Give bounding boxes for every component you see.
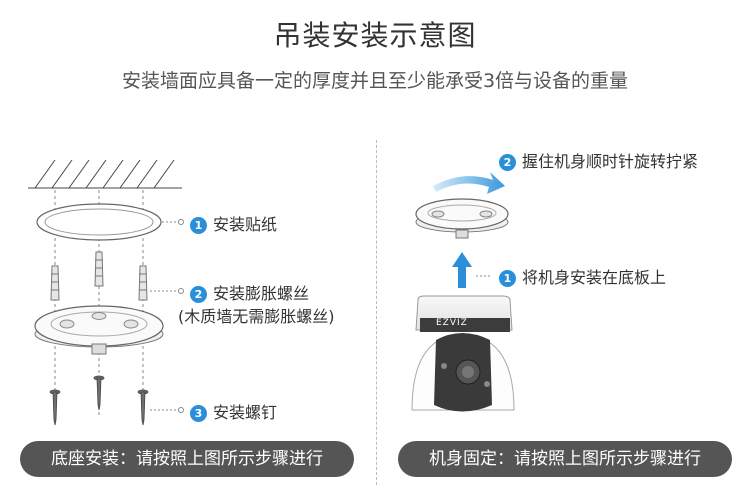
sticker-ring bbox=[37, 204, 161, 240]
step-number-badge: 2 bbox=[499, 154, 516, 171]
mount-plate bbox=[416, 199, 508, 238]
step-anchors: 2 安装膨胀螺丝 bbox=[190, 280, 309, 304]
step-number-badge: 1 bbox=[499, 270, 516, 287]
screws bbox=[50, 376, 148, 425]
left-caption: 底座安装：请按照上图所示步骤进行 bbox=[20, 441, 354, 477]
step-number-badge: 3 bbox=[190, 405, 207, 422]
step-anchors-note: (木质墙无需膨胀螺丝) bbox=[178, 303, 335, 327]
camera-brand: EZVIZ bbox=[436, 318, 468, 328]
step-mount-text: 将机身安装在底板上 bbox=[522, 268, 666, 287]
step-number-badge: 1 bbox=[190, 217, 207, 234]
rotate-arrow-icon bbox=[433, 172, 505, 194]
step-rotate-text: 握住机身顺时针旋转拧紧 bbox=[522, 152, 698, 171]
step-sticker: 1 安装贴纸 bbox=[190, 211, 277, 235]
step-number-badge: 2 bbox=[190, 286, 207, 303]
step-mount: 1 将机身安装在底板上 bbox=[499, 264, 666, 288]
camera-device bbox=[412, 296, 514, 412]
up-arrow-icon bbox=[452, 252, 472, 288]
step-screws: 3 安装螺钉 bbox=[190, 399, 277, 423]
base-plate bbox=[35, 306, 163, 354]
right-caption: 机身固定：请按照上图所示步骤进行 bbox=[398, 441, 732, 477]
step-rotate: 2 握住机身顺时针旋转拧紧 bbox=[499, 148, 698, 172]
step-sticker-text: 安装贴纸 bbox=[213, 215, 277, 234]
step-anchors-text: 安装膨胀螺丝 bbox=[213, 284, 309, 303]
step-screws-text: 安装螺钉 bbox=[213, 403, 277, 422]
ceiling-hatch bbox=[28, 160, 182, 188]
